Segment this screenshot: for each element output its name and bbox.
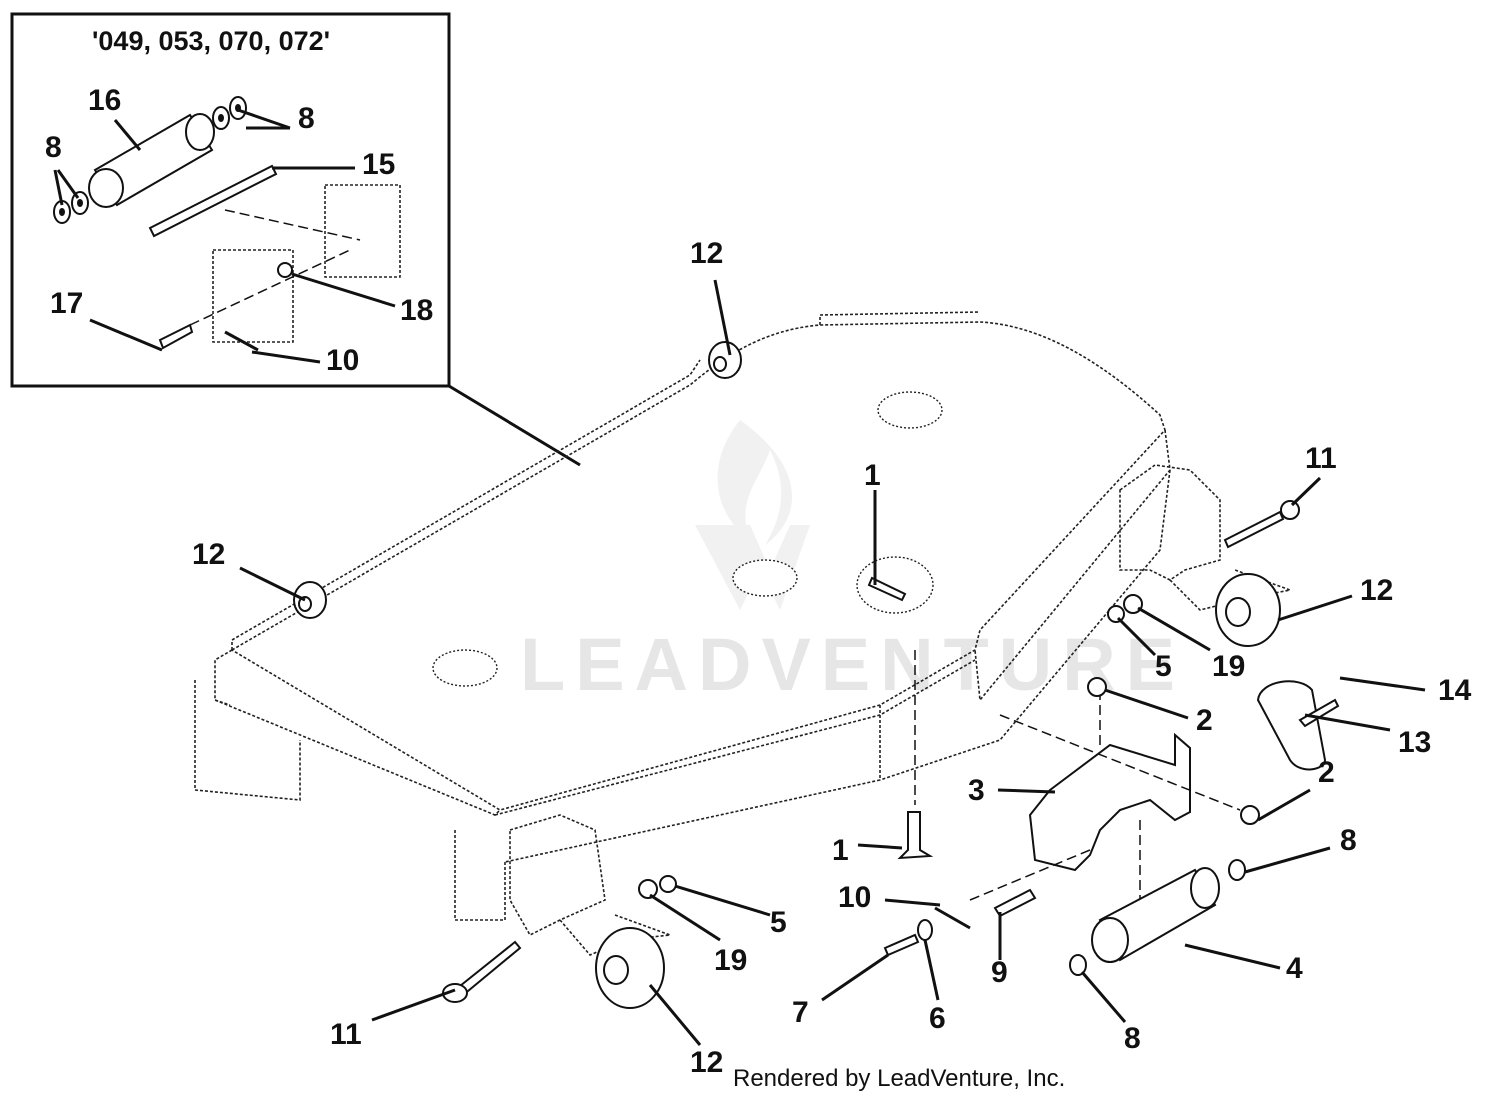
bolt-7-drawing (883, 933, 920, 957)
callout-2-top: 2 (1196, 704, 1213, 737)
shaft-9-drawing (993, 888, 1037, 918)
cotter-pin-10-drawing-main (934, 906, 971, 930)
callout-12-rear: 12 (690, 237, 723, 270)
washer-8-right-drawing (1228, 859, 1246, 881)
callout-4: 4 (1286, 952, 1303, 985)
callout-11-left: 11 (330, 1018, 362, 1051)
watermark-text: LEADVENTURE (520, 623, 1185, 706)
caster-wheel-left-drawing (595, 927, 665, 1009)
callout-9: 9 (991, 956, 1008, 989)
nut-18-drawing (277, 262, 293, 278)
screw-14-drawing (1298, 698, 1340, 728)
callout-8-right: 8 (1340, 824, 1357, 857)
washer-6-drawing (917, 919, 933, 941)
callout-7: 7 (792, 996, 809, 1029)
callout-13: 13 (1398, 726, 1431, 759)
deck-rear-lip (231, 311, 981, 650)
callout-18: 18 (400, 294, 433, 327)
callout-3: 3 (968, 774, 985, 807)
callout-11-right: 11 (1305, 442, 1337, 475)
callout-16: 16 (88, 84, 121, 117)
spindle-hole-right (877, 391, 943, 429)
callout-8-inset-left: 8 (45, 131, 62, 164)
callout-5-right: 5 (1155, 650, 1172, 683)
bolt-11-right-head (1280, 500, 1300, 520)
left-caster-bracket (509, 814, 606, 937)
inset-detail: '049, 053, 070, 072' (10, 12, 451, 388)
washer-19-right-drawing (1123, 594, 1143, 614)
inset-centerline (224, 209, 361, 241)
bracket-centerline (999, 714, 1241, 811)
inset-frame (10, 12, 451, 388)
callout-10-main: 10 (838, 881, 871, 914)
callout-12-left: 12 (192, 538, 225, 571)
inset-centerline-2 (189, 249, 351, 326)
shaft-15-drawing (148, 164, 278, 238)
plate-left-outline (212, 249, 294, 343)
callout-1-bottom: 1 (832, 834, 849, 867)
callout-12-right: 12 (1360, 574, 1393, 607)
spindle-hole-center (732, 559, 798, 597)
inset-title: '049, 053, 070, 072' (92, 26, 330, 56)
anti-scalp-wheel-left-drawing (293, 581, 327, 619)
plate-13-drawing (1256, 680, 1327, 771)
deck-right-skirt (879, 429, 1171, 781)
roller-4-drawing (1091, 867, 1220, 963)
washer-19-left-drawing (638, 879, 658, 899)
shaft-centerline (969, 849, 1091, 901)
callout-17: 17 (50, 287, 83, 320)
roller-bracket-3-drawing (1028, 732, 1191, 872)
footer-credit: Rendered by LeadVenture, Inc. (733, 1065, 1065, 1092)
carriage-bolt-1-top-drawing (867, 576, 907, 602)
washer-8-left-drawing (1069, 954, 1087, 976)
callout-6: 6 (929, 1002, 946, 1035)
caster-wheel-right-drawing (1215, 573, 1281, 647)
callout-14: 14 (1438, 674, 1472, 707)
callout-8-inset-right: 8 (298, 102, 315, 135)
nut-5-left-drawing (659, 875, 677, 893)
callout-10-inset: 10 (326, 344, 359, 377)
carriage-bolt-1-bottom-drawing (897, 811, 934, 860)
deck-left-apron (194, 680, 506, 921)
callout-15: 15 (362, 148, 395, 181)
anti-scalp-wheel-rear-drawing (708, 341, 742, 379)
callout-labels: 16 8 8 15 17 18 10 12 1 11 12 12 5 19 14… (45, 84, 1472, 1079)
spindle-hole-left (432, 649, 498, 687)
plate-right-outline (324, 184, 401, 278)
inset-pointer-line (448, 384, 581, 467)
mower-deck-drawing (194, 311, 1293, 956)
roller-16-drawing (88, 113, 215, 208)
nut-2-right-drawing (1240, 805, 1260, 825)
leader-lines (53, 108, 1426, 1046)
bolt-17-drawing (158, 323, 194, 350)
callout-19-right: 19 (1212, 650, 1245, 683)
callout-12-bottom: 12 (690, 1046, 723, 1079)
callout-8-left: 8 (1124, 1022, 1141, 1055)
bolt-11-right-drawing (1223, 510, 1285, 549)
nut-2-top-drawing (1087, 677, 1107, 697)
left-caster-fork (559, 914, 671, 956)
right-caster-bracket (1119, 464, 1221, 581)
callout-2-right: 2 (1318, 756, 1335, 789)
callout-1-top: 1 (864, 459, 881, 492)
cotter-pin-10-drawing (224, 330, 259, 352)
callout-19-left: 19 (714, 944, 747, 977)
callout-5-left: 5 (770, 906, 787, 939)
deck-top-outline (230, 321, 1166, 811)
